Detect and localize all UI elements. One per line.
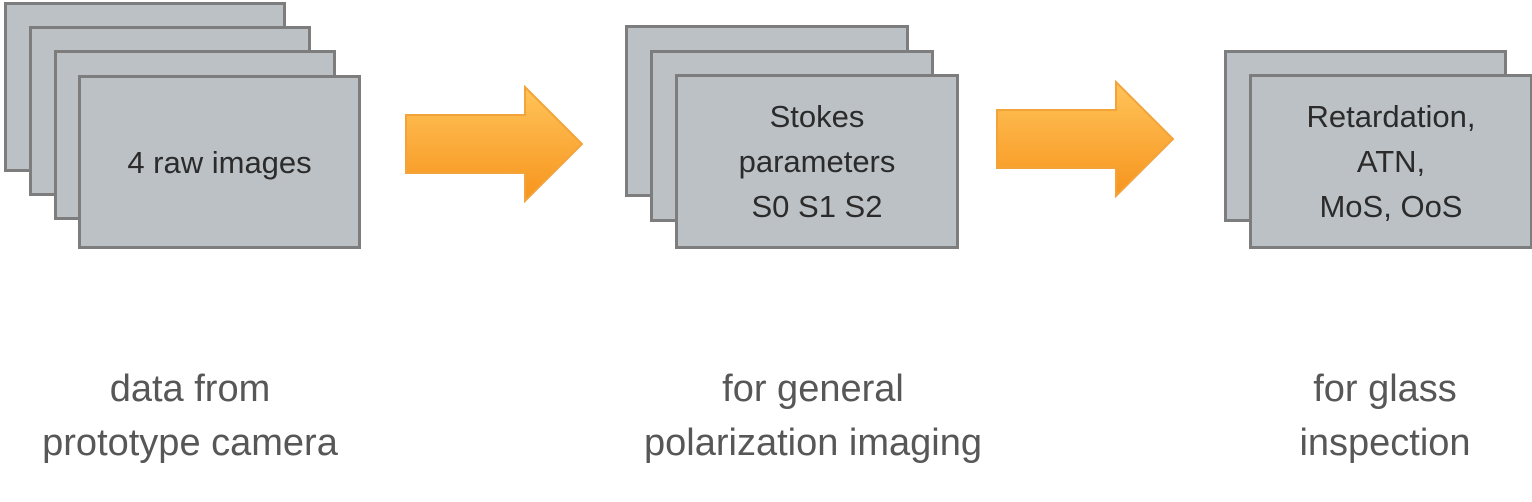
arrow-right-icon-2 [996, 79, 1175, 199]
stage3-card-front: Retardation, ATN, MoS, OoS [1249, 74, 1532, 249]
stage2-card-front: Stokes parameters S0 S1 S2 [675, 74, 959, 249]
stage1-caption: data from prototype camera [0, 362, 380, 470]
stage1-caption-line2: prototype camera [42, 422, 338, 464]
stage1-card-front: 4 raw images [78, 75, 361, 249]
stage3-caption-line2: inspection [1299, 422, 1471, 464]
stage2-caption-line1: for general [722, 368, 904, 410]
stage3-caption-line1: for glass [1313, 368, 1457, 410]
stage1-caption-line1: data from [109, 368, 271, 410]
stage2-caption: for general polarization imaging [608, 362, 1018, 470]
stage2-caption-line2: polarization imaging [644, 422, 982, 464]
arrow-right-icon-1 [405, 84, 584, 204]
stage1-box-text: 4 raw images [127, 144, 312, 180]
stage2-box-text: Stokes parameters S0 S1 S2 [738, 99, 896, 224]
stage3-caption: for glass inspection [1240, 362, 1530, 470]
stage3-box-text: Retardation, ATN, MoS, OoS [1306, 99, 1476, 224]
